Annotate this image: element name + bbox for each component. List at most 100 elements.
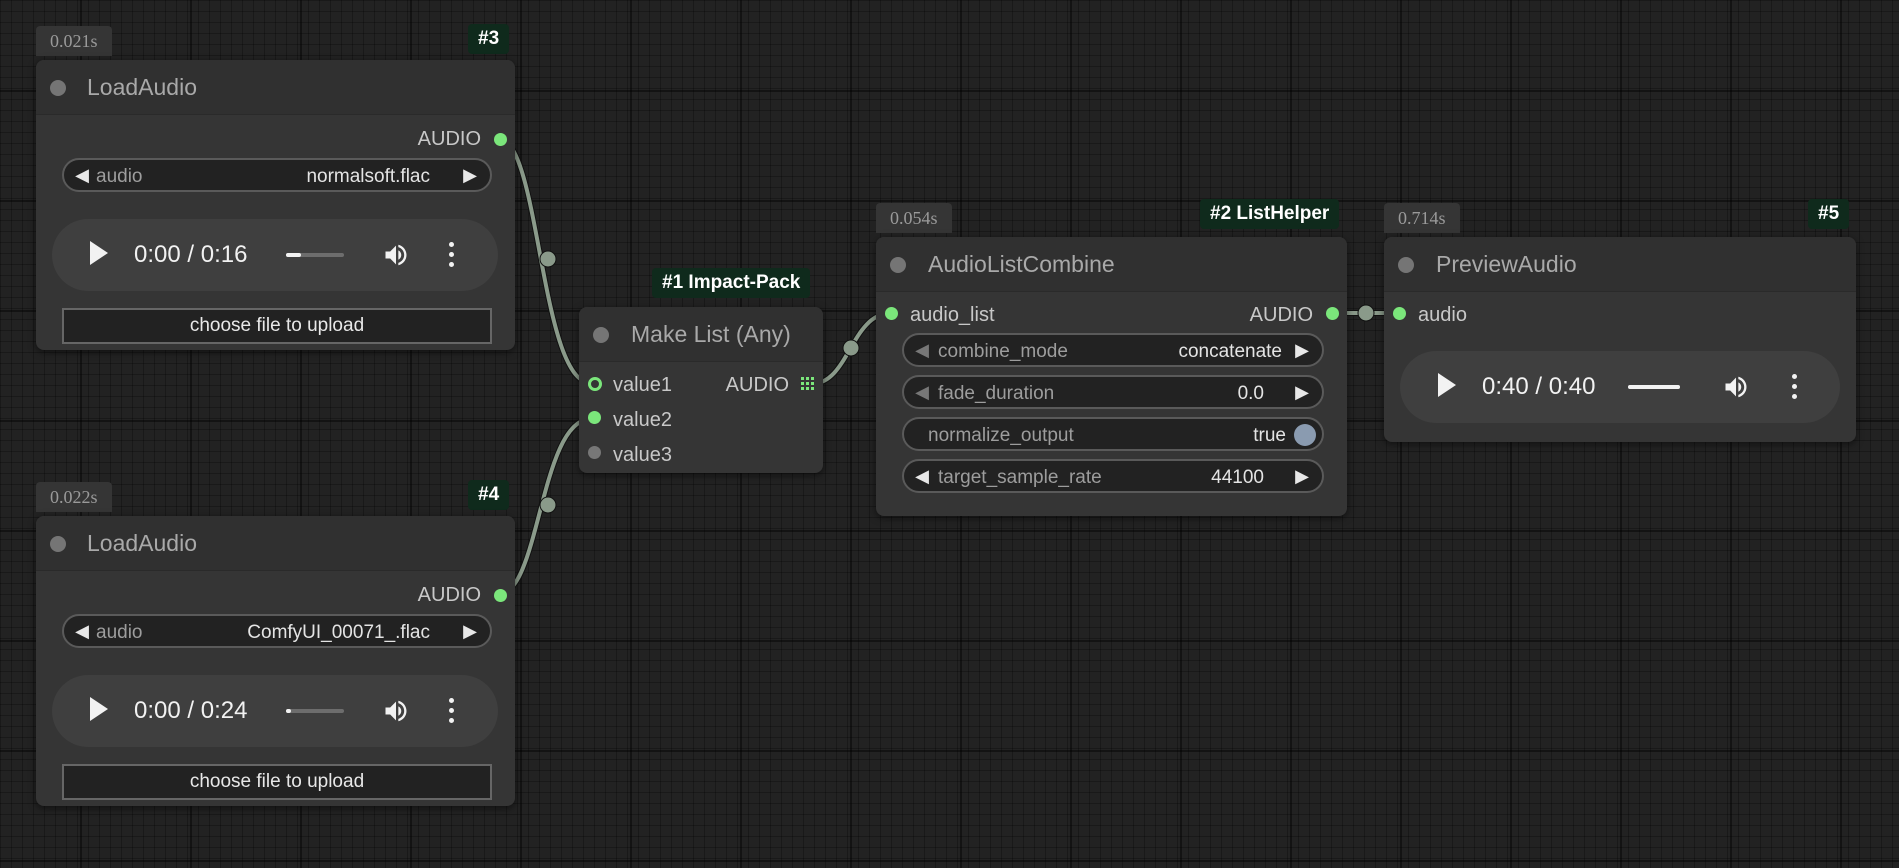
node-id-badge: #2 ListHelper [1200, 199, 1340, 229]
arrow-left-icon[interactable]: ◀ [75, 165, 89, 185]
seek-bar[interactable] [286, 253, 344, 257]
input-slot-label: audio [1418, 304, 1467, 326]
audio-file-combo[interactable]: ◀ audio ComfyUI_00071_.flac ▶ [62, 614, 492, 648]
execution-time-label: 0.022s [36, 482, 112, 512]
collapse-toggle-icon[interactable] [50, 536, 66, 552]
widget-value: 0.0 [1237, 383, 1264, 404]
player-time: 0:00 / 0:16 [134, 241, 248, 268]
input-slot-label: audio_list [910, 304, 995, 326]
output-slot-label: AUDIO [417, 128, 481, 150]
output-slot-audio[interactable] [494, 133, 507, 146]
node-id-badge: #5 [1808, 199, 1850, 229]
widget-label: combine_mode [938, 341, 1068, 362]
link-midpoint [539, 496, 557, 514]
node-header[interactable]: Make List (Any) [579, 307, 823, 362]
widget-value: normalsoft.flac [306, 166, 430, 187]
volume-icon[interactable] [382, 241, 410, 269]
node-header[interactable]: PreviewAudio [1384, 237, 1856, 292]
node-id-badge: #3 [468, 24, 510, 54]
list-output-icon[interactable] [801, 377, 815, 391]
seek-bar[interactable] [286, 709, 344, 713]
seek-bar[interactable] [1628, 385, 1680, 389]
widget-label: audio [96, 622, 143, 643]
input-slot-audio[interactable] [1393, 307, 1406, 320]
collapse-toggle-icon[interactable] [1398, 257, 1414, 273]
node-header[interactable]: LoadAudio [36, 60, 515, 115]
node-id-badge: #1 Impact-Pack [652, 268, 811, 298]
more-options-icon[interactable] [449, 698, 455, 724]
volume-icon[interactable] [382, 697, 410, 725]
arrow-right-icon[interactable]: ▶ [1295, 382, 1309, 402]
input-slot-label: value2 [613, 409, 672, 431]
collapse-toggle-icon[interactable] [50, 80, 66, 96]
node-title: AudioListCombine [928, 251, 1115, 277]
input-slot-value3[interactable] [588, 446, 601, 459]
make-list-node[interactable]: Make List (Any) value1 value2 value3 AUD… [579, 307, 823, 473]
target-sample-rate-number[interactable]: ◀ target_sample_rate 44100 ▶ [902, 459, 1324, 493]
arrow-right-icon[interactable]: ▶ [1295, 340, 1309, 360]
input-slot-value1[interactable] [588, 377, 602, 391]
input-slot-label: value1 [613, 374, 672, 396]
arrow-right-icon[interactable]: ▶ [1295, 466, 1309, 486]
node-header[interactable]: AudioListCombine [876, 237, 1347, 292]
player-time: 0:00 / 0:24 [134, 697, 248, 724]
output-slot-label: AUDIO [1249, 304, 1313, 326]
input-slot-audio-list[interactable] [885, 307, 898, 320]
arrow-left-icon[interactable]: ◀ [915, 382, 929, 402]
collapse-toggle-icon[interactable] [593, 327, 609, 343]
play-icon[interactable] [90, 697, 108, 721]
arrow-left-icon[interactable]: ◀ [75, 621, 89, 641]
arrow-left-icon[interactable]: ◀ [915, 466, 929, 486]
widget-label: audio [96, 166, 143, 187]
widget-label: target_sample_rate [938, 467, 1102, 488]
input-slot-label: value3 [613, 444, 672, 466]
widget-label: normalize_output [928, 425, 1074, 446]
choose-file-upload-button[interactable]: choose file to upload [62, 308, 492, 344]
audio-file-combo[interactable]: ◀ audio normalsoft.flac ▶ [62, 158, 492, 192]
node-title: LoadAudio [87, 74, 197, 100]
node-title: Make List (Any) [631, 321, 791, 347]
widget-value: 44100 [1211, 467, 1264, 488]
link-midpoint [1357, 304, 1375, 322]
node-title: PreviewAudio [1436, 251, 1577, 277]
load-audio-node-1[interactable]: LoadAudio AUDIO ◀ audio normalsoft.flac … [36, 60, 515, 350]
preview-audio-node[interactable]: PreviewAudio audio 0:40 / 0:40 [1384, 237, 1856, 442]
load-audio-node-2[interactable]: LoadAudio AUDIO ◀ audio ComfyUI_00071_.f… [36, 516, 515, 806]
node-id-badge: #4 [468, 480, 510, 510]
output-slot-audio[interactable] [1326, 307, 1339, 320]
output-slot-label: AUDIO [725, 374, 789, 396]
widget-value: ComfyUI_00071_.flac [247, 622, 430, 643]
more-options-icon[interactable] [449, 242, 455, 268]
execution-time-label: 0.054s [876, 203, 952, 233]
arrow-right-icon[interactable]: ▶ [463, 165, 477, 185]
audio-player[interactable]: 0:00 / 0:16 [52, 219, 498, 291]
audio-player[interactable]: 0:40 / 0:40 [1400, 351, 1840, 423]
output-slot-audio[interactable] [494, 589, 507, 602]
play-icon[interactable] [90, 241, 108, 265]
more-options-icon[interactable] [1792, 374, 1798, 400]
collapse-toggle-icon[interactable] [890, 257, 906, 273]
volume-icon[interactable] [1722, 373, 1750, 401]
play-icon[interactable] [1438, 373, 1456, 397]
toggle-knob[interactable] [1294, 424, 1316, 446]
audio-player[interactable]: 0:00 / 0:24 [52, 675, 498, 747]
arrow-left-icon[interactable]: ◀ [915, 340, 929, 360]
choose-file-upload-button[interactable]: choose file to upload [62, 764, 492, 800]
widget-value: true [1253, 425, 1286, 446]
link-midpoint [539, 250, 557, 268]
audio-list-combine-node[interactable]: AudioListCombine audio_list AUDIO ◀ comb… [876, 237, 1347, 516]
player-time: 0:40 / 0:40 [1482, 373, 1596, 400]
widget-label: fade_duration [938, 383, 1055, 404]
execution-time-label: 0.021s [36, 26, 112, 56]
node-header[interactable]: LoadAudio [36, 516, 515, 571]
link-midpoint [842, 339, 860, 357]
output-slot-label: AUDIO [417, 584, 481, 606]
execution-time-label: 0.714s [1384, 203, 1460, 233]
normalize-output-toggle[interactable]: normalize_output true [902, 417, 1324, 451]
fade-duration-number[interactable]: ◀ fade_duration 0.0 ▶ [902, 375, 1324, 409]
input-slot-value2[interactable] [588, 411, 601, 424]
widget-value: concatenate [1178, 341, 1282, 362]
arrow-right-icon[interactable]: ▶ [463, 621, 477, 641]
combine-mode-combo[interactable]: ◀ combine_mode concatenate ▶ [902, 333, 1324, 367]
node-title: LoadAudio [87, 530, 197, 556]
